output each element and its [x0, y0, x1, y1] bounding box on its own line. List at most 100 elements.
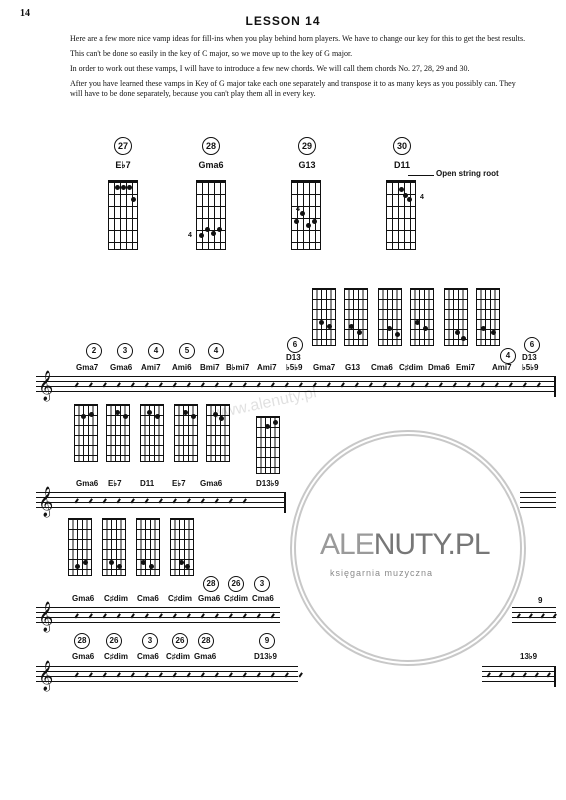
finger-dot — [199, 233, 204, 238]
fretboard-small — [476, 288, 500, 346]
annotation-arrow — [408, 175, 434, 176]
staff-row-1 — [36, 376, 556, 396]
chord-label: Gma6 — [198, 594, 221, 603]
chord-ref: 4 — [148, 343, 164, 359]
finger-dot — [191, 414, 196, 419]
chord-label: B♭mi7 — [226, 363, 250, 372]
chord-ref: 28 — [203, 576, 219, 592]
logo-text-part1: ALE — [320, 528, 375, 561]
barline — [554, 666, 556, 687]
chord-label: Cma6 — [252, 594, 274, 603]
fretboard-small — [410, 288, 434, 346]
finger-dot — [127, 185, 132, 190]
logo-text-part2: NUTY.PL — [373, 528, 491, 561]
chord-label: D13♭9 — [254, 652, 277, 661]
finger-dot — [89, 412, 94, 417]
fretboard-small — [378, 288, 402, 346]
chord-label: Gma6 — [194, 652, 217, 661]
finger-dot — [219, 416, 224, 421]
finger-dot — [213, 412, 218, 417]
finger-number: 4 — [420, 194, 424, 201]
logo-text: ALENUTY.PL — [320, 528, 491, 562]
fretboard-small — [170, 518, 194, 576]
chord-ref: 26 — [172, 633, 188, 649]
fretboard-small — [174, 404, 198, 462]
chord-ref: 2 — [86, 343, 102, 359]
chord-ref: 4 — [500, 348, 516, 364]
chord-ref: 4 — [208, 343, 224, 359]
finger-dot — [294, 219, 299, 224]
intro-paragraph-2: This can't be done so easily in the key … — [70, 49, 353, 58]
fretboard-small — [206, 404, 230, 462]
chord-ref: 26 — [228, 576, 244, 592]
finger-dot — [183, 410, 188, 415]
lesson-title: LESSON 14 — [245, 14, 321, 28]
finger-dot — [349, 324, 354, 329]
finger-dot — [109, 560, 114, 565]
finger-dot — [75, 564, 80, 569]
chord-name: Gma6 — [198, 160, 224, 170]
finger-dot — [131, 197, 136, 202]
chord-label: Gma6 — [110, 363, 133, 372]
chord-label: 9 — [538, 596, 543, 605]
chord-label: Bmi7 — [200, 363, 220, 372]
fretboard-small — [256, 416, 280, 474]
finger-dot — [83, 560, 88, 565]
chord-label: ♭5♭9 — [522, 363, 539, 372]
staff-row-3 — [36, 607, 280, 627]
chord-label: D13 — [286, 353, 301, 362]
treble-clef-icon: 𝄞 — [38, 487, 54, 516]
finger-dot — [415, 320, 420, 325]
chord-name: G13 — [298, 160, 316, 170]
finger-dot — [395, 332, 400, 337]
fretboard-chord-29 — [291, 180, 321, 250]
chord-label: E♭7 — [172, 479, 186, 488]
chord-label: Gma6 — [76, 479, 99, 488]
chord-label: ♭5♭9 — [286, 363, 303, 372]
logo-ring — [290, 430, 526, 666]
chord-number: 28 — [202, 137, 220, 155]
chord-label: D13♭9 — [256, 479, 279, 488]
finger-dot — [312, 219, 317, 224]
intro-paragraph-1: Here are a few more nice vamp ideas for … — [70, 34, 526, 43]
finger-dot — [461, 336, 466, 341]
chord-label: D13 — [522, 353, 537, 362]
intro-paragraph-4: After you have learned these vamps in Ke… — [70, 79, 516, 98]
finger-dot — [481, 326, 486, 331]
chord-name: D11 — [393, 160, 410, 170]
chord-label: Cma6 — [137, 594, 159, 603]
finger-dot — [155, 414, 160, 419]
chord-label: G13 — [345, 363, 361, 372]
staff-row-2-right — [520, 492, 556, 512]
finger-dot — [403, 193, 408, 198]
chord-29-header: 29 G13 — [277, 136, 337, 170]
finger-number: 4 — [188, 232, 192, 239]
chord-label: Cma6 — [371, 363, 393, 372]
finger-dot — [327, 324, 332, 329]
chord-name: E♭7 — [115, 160, 131, 170]
chord-label: E♭7 — [108, 479, 122, 488]
staff-row-3-right — [512, 607, 556, 627]
finger-dot — [423, 326, 428, 331]
chord-label: C♯dim — [104, 594, 128, 603]
fretboard-small — [74, 404, 98, 462]
finger-dot — [147, 410, 152, 415]
chord-label: Ami7 — [492, 363, 512, 372]
chord-label: C♯dim — [224, 594, 248, 603]
staff-row-4-right — [482, 666, 556, 686]
chord-ref: 6 — [524, 337, 540, 353]
chord-label: C♯dim — [104, 652, 128, 661]
chord-label: Gma6 — [72, 594, 95, 603]
chord-label: Dma6 — [428, 363, 450, 372]
chord-label: C♯dim — [166, 652, 190, 661]
chord-label: D11 — [140, 479, 155, 488]
fretboard-small — [106, 404, 130, 462]
finger-dot — [306, 223, 311, 228]
chord-number: 27 — [114, 137, 132, 155]
finger-number: 4 — [296, 206, 300, 213]
fretboard-chord-28 — [196, 180, 226, 250]
finger-dot — [117, 564, 122, 569]
treble-clef-icon: 𝄞 — [38, 371, 54, 400]
chord-label: Gma7 — [76, 363, 99, 372]
chord-ref: 28 — [198, 633, 214, 649]
